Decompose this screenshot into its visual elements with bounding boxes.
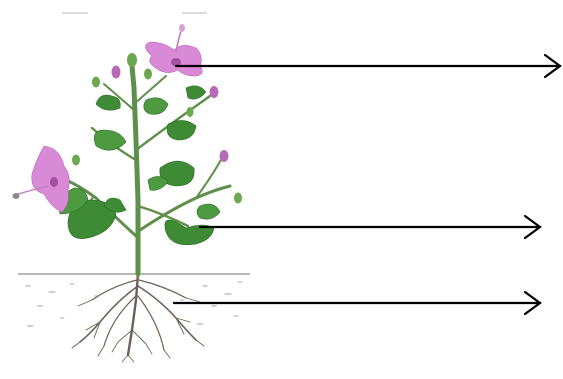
arrow-flower [176,55,560,77]
arrow-root [174,292,540,314]
arrow-leaf [200,216,540,238]
